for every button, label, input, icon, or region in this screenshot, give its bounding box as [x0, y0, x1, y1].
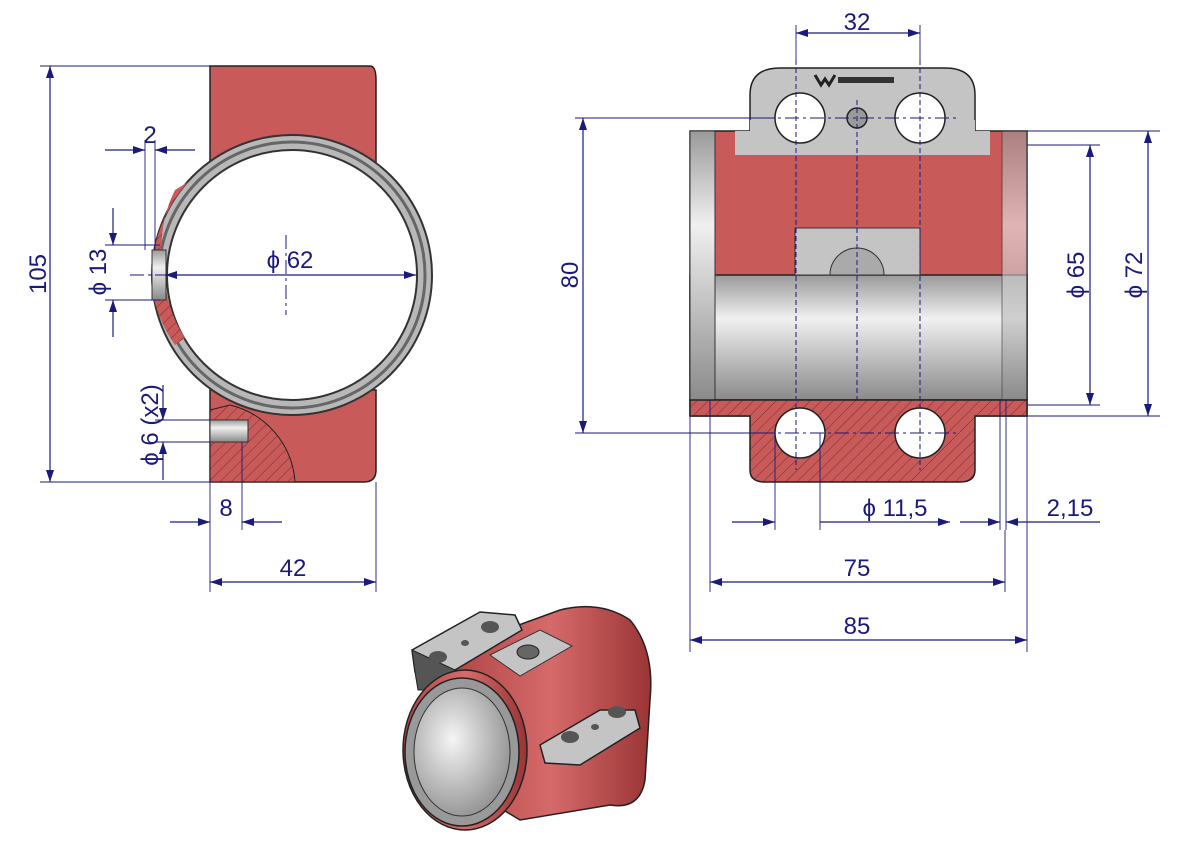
bushing	[689, 274, 1028, 401]
dim-groove: 2,15	[1047, 495, 1094, 522]
dim-hole13: ϕ 13	[85, 249, 112, 296]
dim-outer-dia: ϕ 72	[1121, 252, 1148, 299]
logo	[813, 74, 894, 88]
dim-inner-length: 75	[844, 555, 871, 582]
dim-overall-length: 85	[844, 613, 871, 640]
dim-slot: 2	[143, 122, 156, 149]
dim-bore: ϕ 62	[267, 247, 314, 274]
bottom-lug	[689, 399, 1028, 483]
dim-pin-depth: 8	[219, 495, 232, 522]
isometric-view	[402, 605, 652, 831]
dim-pin: ϕ 6 (x2)	[137, 384, 164, 465]
front-view-dimensions: 32 80 ϕ 65 ϕ 72 ϕ 11,5 2,15 75 85	[557, 9, 1160, 652]
dim-hole-dia: ϕ 11,5	[862, 495, 927, 522]
dim-hole-spacing: 32	[844, 9, 871, 36]
side-view	[130, 65, 433, 483]
dim-width: 42	[280, 555, 307, 582]
pin	[209, 419, 249, 443]
dim-height: 105	[25, 254, 52, 294]
dim-inner-dia: ϕ 65	[1063, 252, 1090, 299]
dim-pitch: 80	[557, 262, 584, 289]
front-view	[689, 60, 1028, 483]
side-view-dimensions: 105 2 ϕ 13 ϕ 62 ϕ 6 (x2) 8 42	[25, 65, 416, 592]
